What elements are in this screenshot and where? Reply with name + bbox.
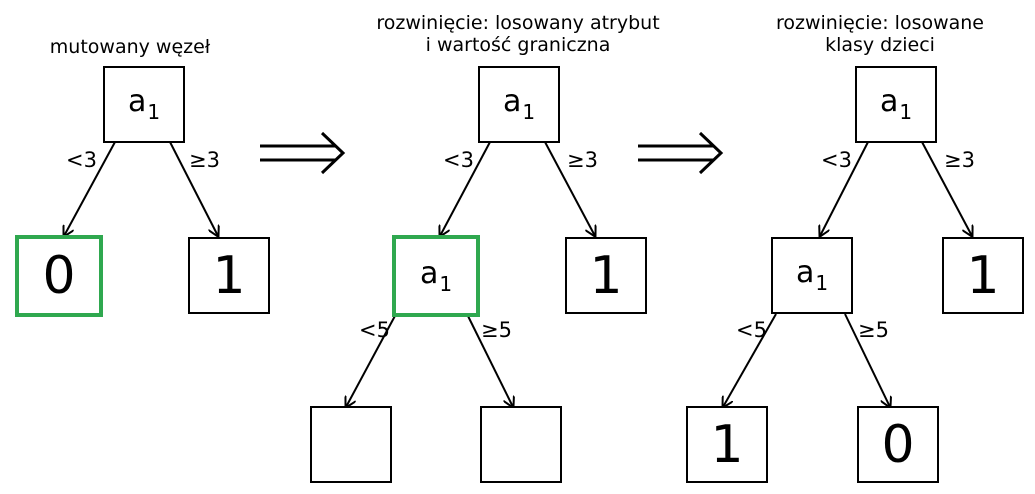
edge-p2-inner-right — [466, 313, 513, 407]
edge-p2-left — [440, 141, 491, 236]
p1-root-node: a1 — [103, 66, 185, 143]
edge-p3-inner-left — [723, 313, 777, 407]
p3-left-edge-label: <3 — [821, 148, 852, 172]
p2-left-edge-label: <3 — [443, 148, 474, 172]
p3-inner-left-edge-label: <5 — [736, 318, 767, 342]
p3-root-node: a1 — [855, 66, 937, 143]
panel3-title: rozwinięcie: losowane klasy dzieci — [775, 12, 985, 56]
p2-expanded-node: a1 — [392, 235, 480, 317]
p3-inner-right-edge-label: ≥5 — [858, 318, 889, 342]
edge-p2-right — [544, 141, 595, 236]
p1-mutated-leaf: 0 — [15, 235, 103, 317]
p2-right-edge-label: ≥3 — [567, 148, 598, 172]
p2-inner-left-edge-label: <5 — [359, 318, 390, 342]
edge-p1-left — [64, 141, 116, 236]
double-arrow-icon — [260, 131, 346, 175]
edge-p2-inner-left — [346, 313, 397, 407]
p1-right-leaf: 1 — [188, 237, 270, 314]
p2-right-leaf: 1 — [565, 237, 647, 314]
p3-right-leaf: 1 — [942, 237, 1024, 314]
p1-right-edge-label: ≥3 — [189, 148, 220, 172]
edge-p1-right — [169, 141, 218, 236]
p2-inner-left-leaf — [310, 406, 392, 483]
p2-root-node: a1 — [478, 66, 560, 143]
edge-p3-inner-right — [844, 313, 890, 407]
p2-inner-right-leaf — [480, 406, 562, 483]
edge-p3-left — [820, 141, 869, 236]
p3-inner-left-leaf: 1 — [686, 406, 768, 483]
panel1-title: mutowany węzeł — [49, 36, 211, 58]
p3-inner-node: a1 — [771, 237, 853, 314]
p3-inner-right-leaf: 0 — [857, 406, 939, 483]
panel2-title: rozwinięcie: losowany atrybut i wartość … — [376, 12, 660, 56]
p1-left-edge-label: <3 — [66, 148, 97, 172]
p3-right-edge-label: ≥3 — [944, 148, 975, 172]
edge-p3-right — [921, 141, 972, 236]
double-arrow-icon — [638, 131, 724, 175]
p2-inner-right-edge-label: ≥5 — [481, 318, 512, 342]
